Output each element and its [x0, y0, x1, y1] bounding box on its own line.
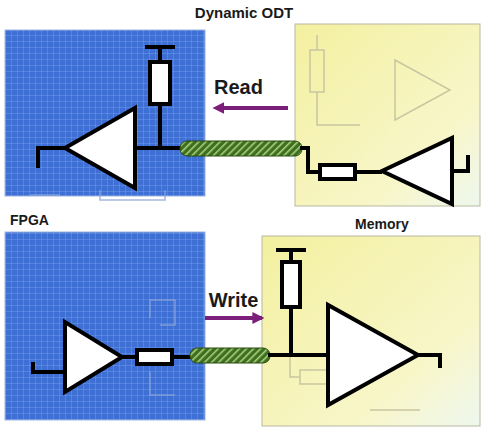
transmission-line — [180, 141, 302, 156]
fpga-panel — [5, 30, 205, 196]
faded-circuit — [30, 190, 175, 395]
receiver-circuit — [38, 47, 183, 188]
driver-circuit — [33, 322, 192, 392]
driver-circuit — [300, 138, 468, 204]
read-arrow — [222, 106, 288, 110]
memory-panel — [295, 24, 480, 206]
chip-box: FPGA — [5, 232, 205, 420]
direction-label: Write — [209, 289, 259, 312]
diagram-title: Dynamic ODT — [0, 4, 488, 21]
memory-panel — [262, 236, 480, 426]
chip-heading: FPGA — [10, 212, 49, 228]
chip-box: Memory — [262, 236, 480, 426]
direction-label: Read — [214, 76, 263, 99]
write-arrow — [205, 316, 262, 320]
receiver-circuit — [268, 250, 440, 405]
chip-heading: Memory — [355, 216, 409, 232]
transmission-line — [190, 348, 270, 363]
fpga-panel — [5, 232, 205, 420]
